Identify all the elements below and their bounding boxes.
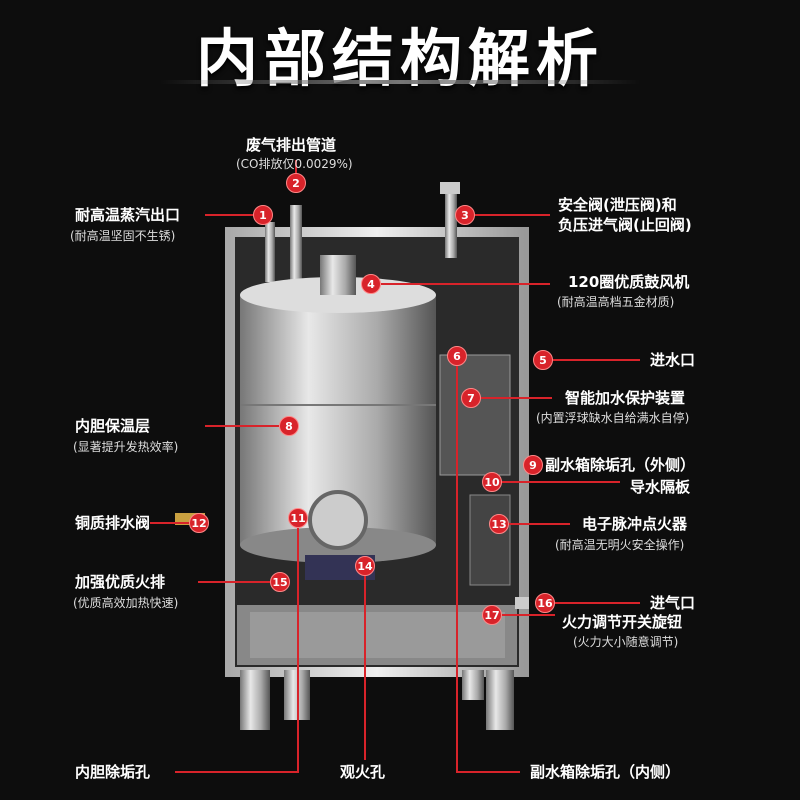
callout-badge-14: 14 — [355, 556, 375, 576]
callout-badge-10: 10 — [482, 472, 502, 492]
sub-water-protection: (内置浮球缺水自给满水自停) — [536, 411, 690, 425]
callout-badge-13: 13 — [489, 514, 509, 534]
callout-badge-2: 2 — [286, 173, 306, 193]
label-blower: 120圈优质鼓风机 — [568, 273, 690, 291]
label-water-inlet: 进水口 — [650, 351, 696, 369]
label-gas-inlet: 进气口 — [650, 594, 696, 612]
label-water-protection: 智能加水保护装置 — [565, 389, 686, 407]
callout-badge-1: 1 — [253, 205, 273, 225]
sub-exhaust-pipe: (CO排放仅0.0029%) — [236, 157, 353, 171]
label-insulation: 内胆保温层 — [75, 417, 151, 435]
label-burner: 加强优质火排 — [75, 573, 166, 591]
callout-badge-12: 12 — [189, 513, 209, 533]
sub-burner: (优质高效加热快速) — [73, 596, 179, 610]
callout-badge-3: 3 — [455, 205, 475, 225]
sub-blower: (耐高温高档五金材质) — [557, 295, 675, 309]
sub-tank — [175, 354, 529, 609]
callout-badge-4: 4 — [361, 274, 381, 294]
callout-badge-7: 7 — [461, 388, 481, 408]
title-divider — [160, 80, 640, 84]
callout-badge-15: 15 — [270, 572, 290, 592]
callout-badge-17: 17 — [482, 605, 502, 625]
label-safety-valve: 安全阀(泄压阀)和 — [558, 196, 677, 214]
pipes — [265, 182, 460, 285]
label-exhaust-pipe: 废气排出管道 — [246, 136, 337, 154]
label-inner-descale-subtank: 副水箱除垢孔（内侧） — [530, 763, 681, 781]
label-drain-valve: 铜质排水阀 — [75, 514, 151, 532]
sub-fire-knob: (火力大小随意调节) — [573, 635, 679, 649]
label-fire-knob: 火力调节开关旋钮 — [562, 613, 683, 631]
leader-lines — [150, 160, 640, 773]
label-check-valve: 负压进气阀(止回阀) — [558, 216, 692, 234]
label-baffle: 导水隔板 — [630, 478, 691, 496]
callout-badge-16: 16 — [535, 593, 555, 613]
label-tank-descale: 内胆除垢孔 — [75, 763, 151, 781]
label-outer-descale-subtank: 副水箱除垢孔（外侧） — [545, 456, 696, 474]
callout-badge-11: 11 — [288, 508, 308, 528]
sub-steam-outlet: (耐高温坚固不生锈) — [70, 229, 176, 243]
label-steam-outlet: 耐高温蒸汽出口 — [75, 206, 181, 224]
callout-badge-9: 9 — [523, 455, 543, 475]
label-sight-hole: 观火孔 — [340, 763, 386, 781]
sub-igniter: (耐高温无明火安全操作) — [555, 538, 685, 552]
inner-tank — [240, 255, 436, 580]
callout-badge-6: 6 — [447, 346, 467, 366]
callout-badge-8: 8 — [279, 416, 299, 436]
callout-badge-5: 5 — [533, 350, 553, 370]
label-igniter: 电子脉冲点火器 — [582, 515, 688, 533]
sub-insulation: (显著提升发热效率) — [73, 440, 179, 454]
